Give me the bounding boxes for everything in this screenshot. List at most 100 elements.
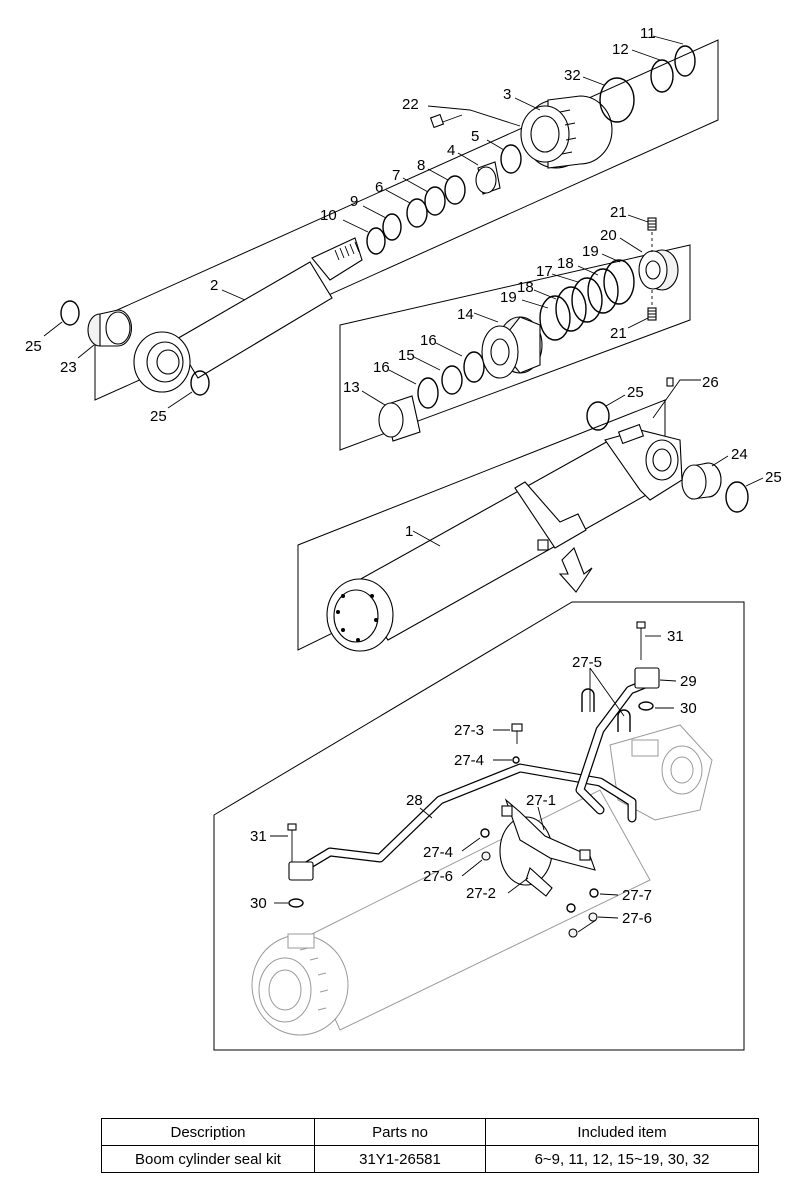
- socket-bolt-part-22: [429, 113, 463, 129]
- callout: 3: [503, 86, 511, 103]
- dust-seal-part-25-lower: [190, 370, 210, 396]
- dust-seal-part-25-tube-right: [725, 481, 749, 513]
- callout: 19: [582, 243, 599, 260]
- callout: 26: [702, 374, 719, 391]
- dust-seal-part-25-tube-left: [586, 401, 610, 431]
- nut-part-20: [638, 249, 679, 291]
- callout: 30: [250, 895, 267, 912]
- set-screw-part-21-upper: [647, 217, 657, 231]
- callout: 9: [350, 193, 358, 210]
- rod-cover-part-3: [520, 95, 613, 169]
- callout: 27-6: [622, 910, 652, 927]
- piston-part-14: [481, 316, 543, 379]
- seal-kit-table: Description Parts no Included item Boom …: [101, 1118, 759, 1173]
- table-row: Boom cylinder seal kit 31Y1-26581 6~9, 1…: [101, 1145, 759, 1173]
- washer-part-27-7: [589, 888, 599, 898]
- callout: 1: [405, 523, 413, 540]
- piping-detail-frame: [213, 601, 745, 1051]
- washer-part-27-4-upper: [512, 756, 520, 764]
- ring-part-5: [500, 144, 522, 174]
- callout: 2: [210, 277, 218, 294]
- header-parts-no: Parts no: [314, 1118, 486, 1146]
- piston-assembly-frame: [339, 244, 691, 451]
- callout: 14: [457, 306, 474, 323]
- bushing-part-24: [681, 462, 722, 500]
- callout: 12: [612, 41, 629, 58]
- o-ring-part-30-left: [288, 898, 304, 908]
- boom-cylinder-exploded-diagram: 11 12 32 3 22 5 4 8 7 6 9 10 2 21 20 19 …: [25, 25, 782, 1051]
- callout: 25: [150, 408, 167, 425]
- washer-part-27-4-lower: [480, 828, 490, 838]
- bolt-part-31-left: [287, 823, 297, 862]
- seal-part-18-upper: [587, 268, 619, 314]
- callout-labels: 11 12 32 3 22 5 4 8 7 6 9 10 2 21 20 19 …: [25, 25, 782, 927]
- bushing-part-23: [87, 309, 133, 347]
- callout: 25: [627, 384, 644, 401]
- callout: 16: [420, 332, 437, 349]
- callout: 23: [60, 359, 77, 376]
- callout: 30: [680, 700, 697, 717]
- callout: 15: [398, 347, 415, 364]
- pipe-part-28: [288, 763, 637, 881]
- cell-description: Boom cylinder seal kit: [101, 1145, 315, 1173]
- callout: 18: [557, 255, 574, 272]
- set-screw-part-21-lower: [647, 307, 657, 321]
- callout: 8: [417, 157, 425, 174]
- callout: 16: [373, 359, 390, 376]
- cell-included-item: 6~9, 11, 12, 15~19, 30, 32: [485, 1145, 759, 1173]
- ring-part-8: [444, 175, 466, 205]
- bolt-part-27-3: [511, 723, 523, 744]
- bushing-part-4: [475, 161, 501, 195]
- callout: 5: [471, 128, 479, 145]
- callout: 27-3: [454, 722, 484, 739]
- callout: 27-5: [572, 654, 602, 671]
- callout: 21: [610, 325, 627, 342]
- piston-rod-part-2: [133, 237, 363, 393]
- seal-part-15: [441, 365, 463, 395]
- cushion-ring-part-13: [378, 395, 421, 442]
- cell-parts-no: 31Y1-26581: [314, 1145, 486, 1173]
- callout: 6: [375, 179, 383, 196]
- nut-part-27-6-left: [481, 851, 491, 861]
- callout: 27-4: [423, 844, 453, 861]
- nut-part-27-6-right: [588, 912, 598, 922]
- callout: 29: [680, 673, 697, 690]
- back-up-ring-part-12: [650, 59, 674, 93]
- bolt-part-31-right: [636, 621, 646, 660]
- callout: 22: [402, 96, 419, 113]
- cylinder-tube-part-1: [326, 423, 683, 652]
- callout: 31: [667, 628, 684, 645]
- ring-part-10: [366, 227, 386, 255]
- callout: 7: [392, 167, 400, 184]
- ring-part-6: [406, 198, 428, 228]
- callout: 25: [25, 338, 42, 355]
- clamp-part-27-1: [499, 798, 596, 886]
- callout: 32: [564, 67, 581, 84]
- detail-arrow-icon: [558, 547, 593, 593]
- callout: 27-1: [526, 792, 556, 809]
- callout: 27-2: [466, 885, 496, 902]
- rod-assembly-frame: [94, 39, 719, 401]
- callout: 27-6: [423, 868, 453, 885]
- callout: 24: [731, 446, 748, 463]
- seal-part-19-upper: [603, 259, 635, 305]
- callout: 21: [610, 204, 627, 221]
- callout: 13: [343, 379, 360, 396]
- seal-part-19-lower: [539, 295, 571, 341]
- header-description: Description: [101, 1118, 315, 1146]
- callout: 18: [517, 279, 534, 296]
- o-ring-part-32: [599, 77, 635, 123]
- callout: 31: [250, 828, 267, 845]
- clamp-part-27-2: [525, 867, 553, 897]
- callout: 25: [765, 469, 782, 486]
- callout: 17: [536, 263, 553, 280]
- ring-part-7: [424, 186, 446, 216]
- nut-part-27-6-bottom: [568, 928, 578, 938]
- callout: 20: [600, 227, 617, 244]
- dust-seal-part-25-left: [60, 300, 80, 326]
- callout: 28: [406, 792, 423, 809]
- cylinder-ghost-outline: [251, 724, 713, 1036]
- callout: 19: [500, 289, 517, 306]
- seal-part-18-lower: [555, 286, 587, 332]
- seal-part-16-upper: [463, 351, 485, 383]
